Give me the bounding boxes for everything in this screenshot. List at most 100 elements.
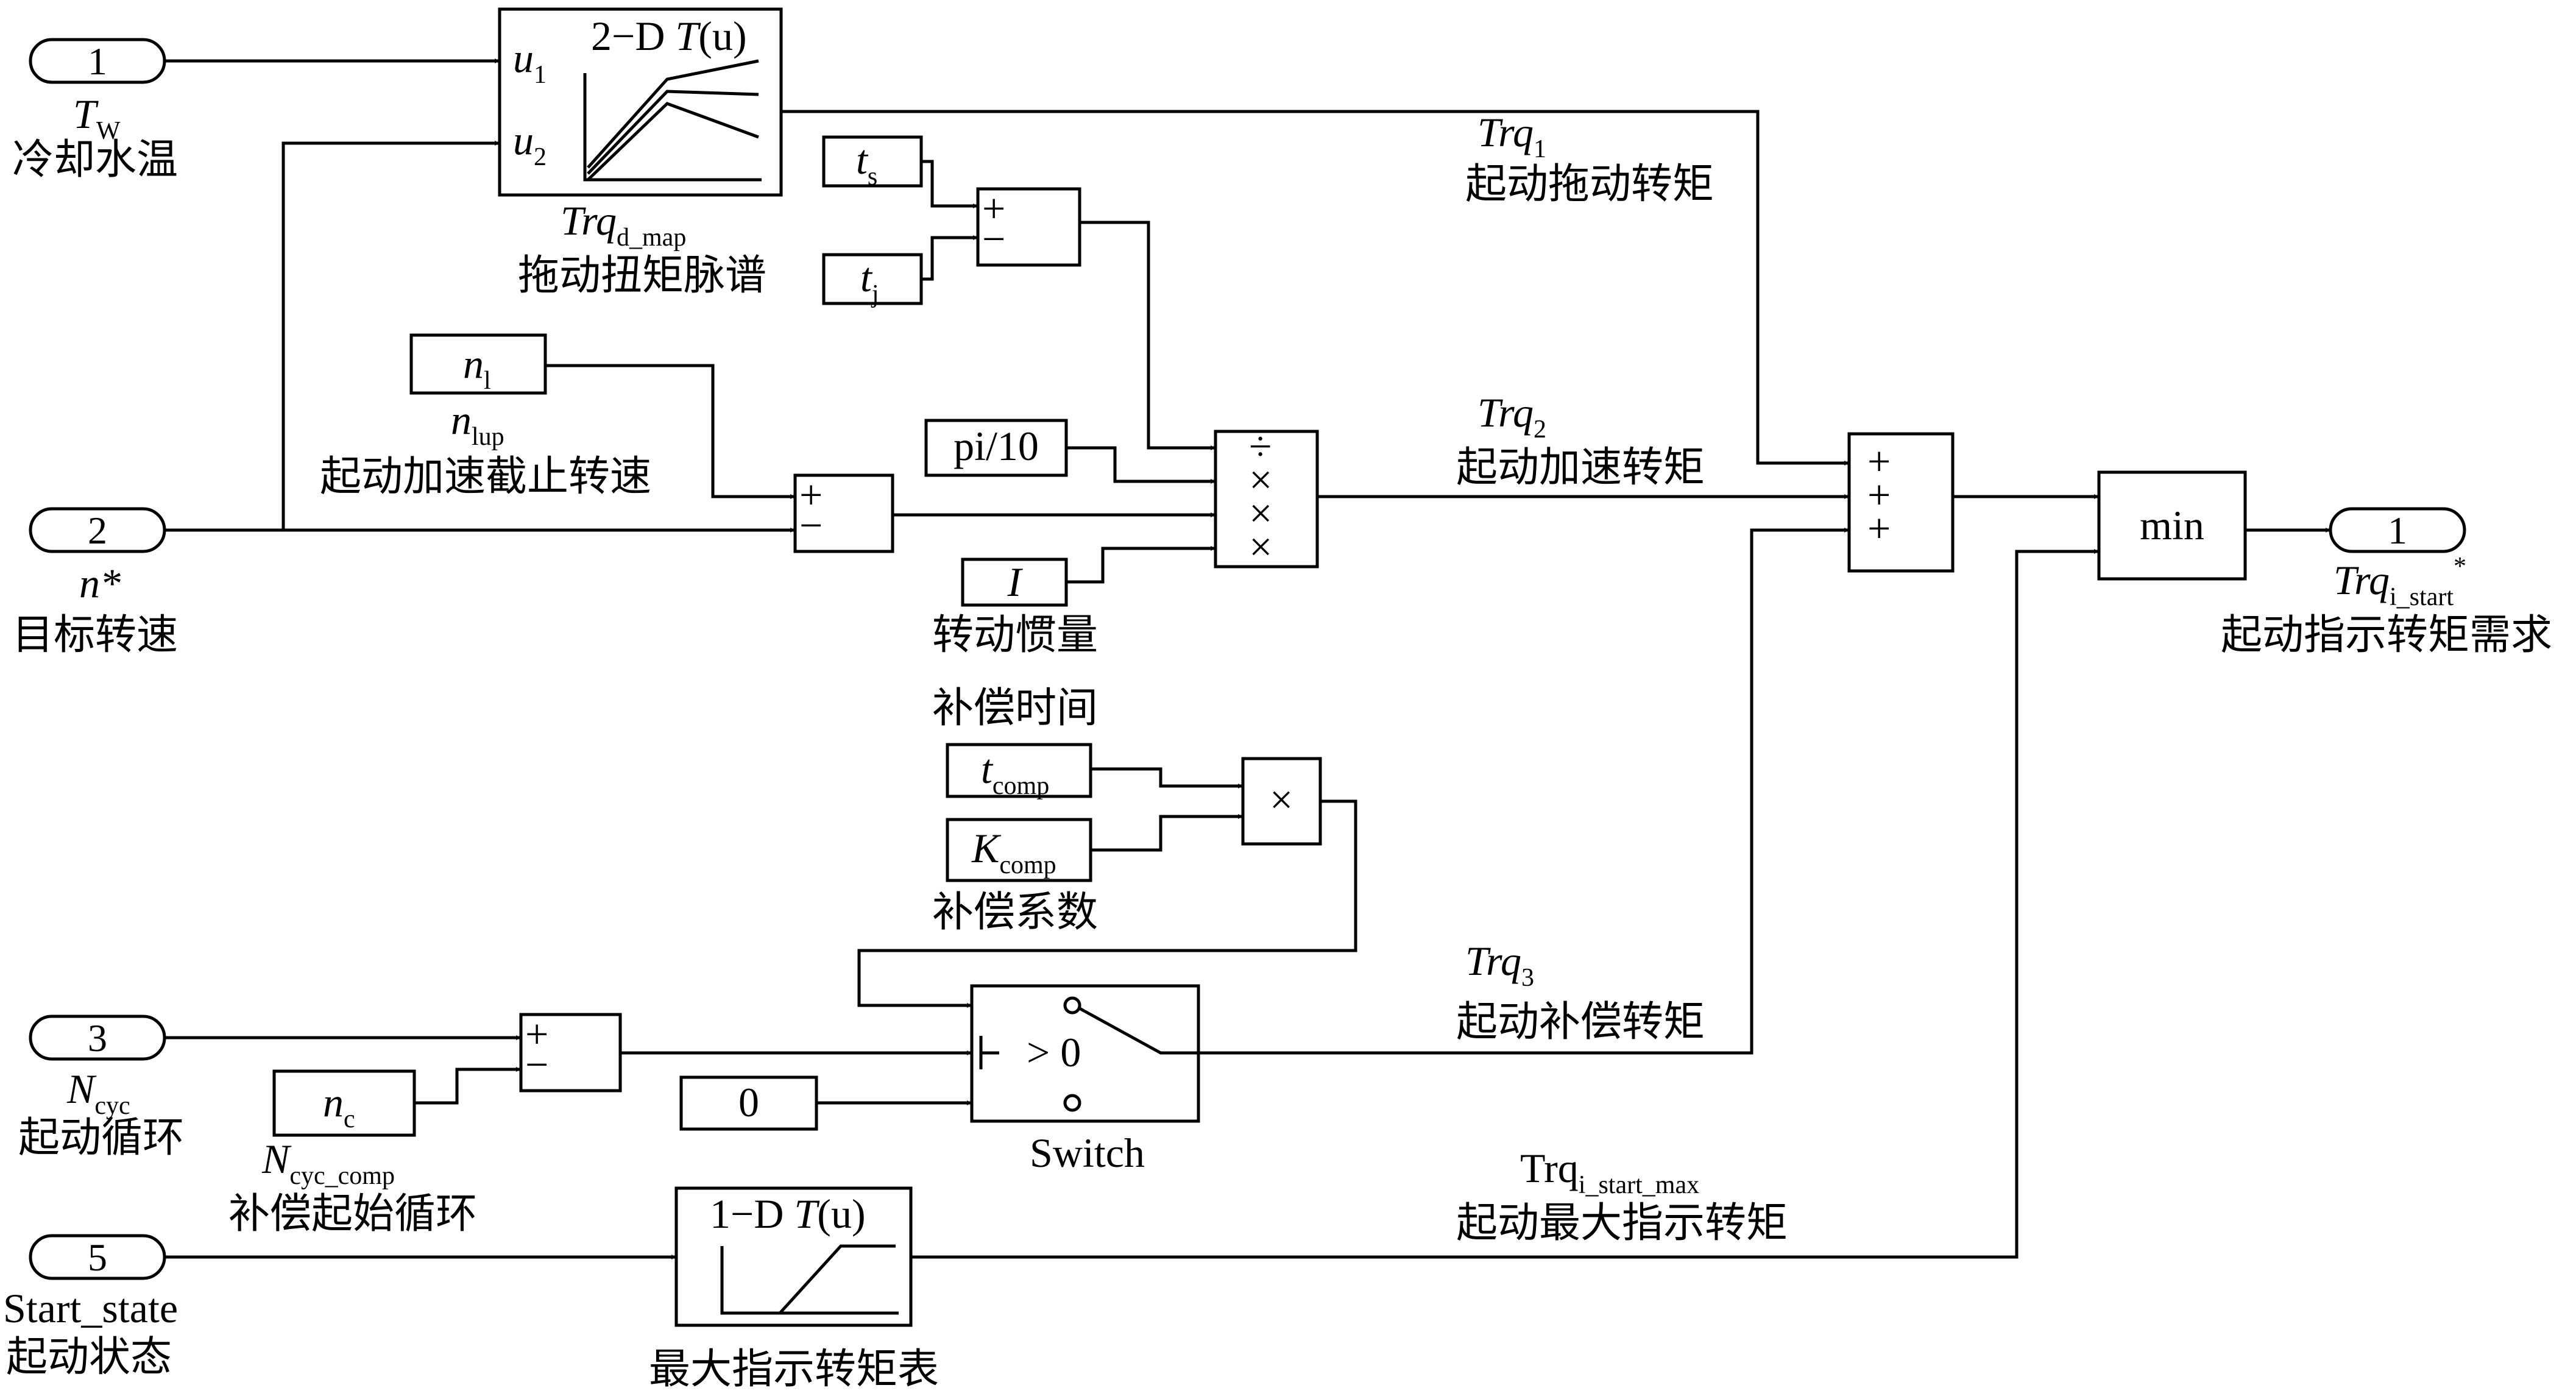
wires	[165, 58, 2330, 1259]
constant-nl[interactable]: nl	[409, 333, 547, 395]
svg-text:−: −	[799, 502, 823, 548]
inport-3[interactable]: 3	[29, 1015, 166, 1061]
sum-torque[interactable]: + + +	[1847, 432, 1955, 573]
svg-text:0: 0	[738, 1079, 759, 1125]
outport-1-desc: 起动指示转矩需求	[2221, 612, 2552, 658]
signal-trq3-symbol: Trq3	[1465, 938, 1534, 992]
lookup-2d-block[interactable]: 2−D T(u) u1 u2	[498, 7, 783, 197]
inport-3-desc: 起动循环	[18, 1114, 184, 1161]
svg-text:Kcomp: Kcomp	[971, 825, 1056, 879]
svg-text:ts: ts	[856, 136, 877, 191]
inport-2-number: 2	[88, 509, 107, 552]
constant-tcomp-desc: 补偿时间	[932, 685, 1098, 731]
wire-nl-sumn	[545, 364, 795, 499]
constant-nl-name: nlup	[451, 397, 504, 451]
lookup-1d-curve	[779, 1244, 896, 1314]
svg-text:+: +	[1867, 505, 1891, 551]
lookup-2d-curve-2	[587, 90, 759, 175]
outport-1[interactable]: 1	[2329, 507, 2466, 553]
sum-cycle[interactable]: + −	[519, 1011, 622, 1093]
lookup-1d-desc: 最大指示转矩表	[649, 1346, 939, 1392]
svg-text:tcomp: tcomp	[981, 746, 1049, 800]
svg-text:min: min	[2140, 502, 2204, 548]
wire-i-divmul	[1066, 546, 1215, 584]
svg-text:+: +	[1867, 472, 1891, 518]
sum-ts-tj[interactable]: + −	[976, 185, 1081, 267]
wire-trq1	[781, 110, 1849, 466]
svg-text:pi/10: pi/10	[954, 423, 1039, 469]
inport-5-symbol: Start_state	[3, 1285, 178, 1331]
constant-kcomp-desc: 补偿系数	[932, 889, 1098, 935]
svg-text:tj: tj	[860, 254, 879, 308]
switch-block[interactable]: > 0	[970, 984, 1200, 1123]
inport-5-desc: 起动状态	[6, 1334, 172, 1380]
inport-5-number: 5	[88, 1236, 107, 1279]
svg-text:+: +	[799, 472, 823, 518]
lookup-2d-curve-1	[587, 59, 759, 169]
constant-ts[interactable]: ts	[822, 135, 923, 191]
svg-text:×: ×	[1249, 523, 1272, 570]
signal-trq2-symbol: Trq2	[1477, 389, 1546, 444]
product-divide[interactable]: ÷ × × ×	[1214, 423, 1319, 570]
switch-name: Switch	[1030, 1130, 1145, 1176]
lookup-2d-title: 2−D T(u)	[591, 13, 747, 59]
inport-5[interactable]: 5	[29, 1234, 166, 1280]
signal-trqmax-symbol: Trqi_start_max	[1520, 1145, 1699, 1199]
constant-tcomp[interactable]: tcomp	[946, 743, 1092, 800]
constant-tj[interactable]: tj	[822, 253, 923, 308]
lookup-2d-symbol: Trqd_map	[561, 197, 686, 252]
outport-1-number: 1	[2388, 509, 2407, 552]
constant-kcomp[interactable]: Kcomp	[946, 818, 1092, 882]
inport-1-symbol: TW	[73, 91, 121, 145]
signal-trqmax-desc: 起动最大指示转矩	[1456, 1200, 1788, 1246]
wire-in2-map2d	[281, 141, 500, 530]
inport-3-symbol: Ncyc	[66, 1066, 130, 1120]
svg-text:−: −	[525, 1041, 548, 1088]
svg-text:+: +	[982, 185, 1005, 232]
lookup-2d-u2: u2	[513, 117, 547, 171]
inport-2[interactable]: 2	[29, 507, 166, 553]
signal-trq3-desc: 起动补偿转矩	[1456, 999, 1705, 1045]
lookup-2d-curve-3	[587, 102, 759, 181]
sum-speed[interactable]: + −	[793, 472, 894, 553]
wire-trq3	[1198, 528, 1849, 1055]
min-block[interactable]: min	[2097, 470, 2247, 581]
svg-text:+: +	[525, 1011, 548, 1057]
svg-text:+: +	[1867, 438, 1891, 484]
inport-1-desc: 冷却水温	[12, 136, 178, 183]
constant-nl-desc: 起动加速截止转速	[320, 453, 651, 500]
wire-trqmax	[911, 549, 2099, 1259]
wire-tcomp-mul	[1091, 767, 1243, 788]
switch-condition: > 0	[1027, 1029, 1081, 1075]
wire-pi10-divmul	[1066, 446, 1215, 484]
inport-1[interactable]: 1	[29, 38, 166, 84]
constant-pi10[interactable]: pi/10	[924, 419, 1068, 477]
lookup-2d-axes	[583, 73, 762, 182]
svg-text:nc: nc	[323, 1079, 355, 1133]
lookup-1d-title: 1−D T(u)	[710, 1191, 866, 1237]
signal-trq1-symbol: Trq1	[1477, 109, 1546, 163]
outport-1-symbol: Trqi_start*	[2334, 553, 2466, 611]
constant-nc[interactable]: nc	[272, 1069, 416, 1137]
svg-text:×: ×	[1270, 776, 1293, 823]
svg-text:I: I	[1007, 559, 1024, 605]
lookup-2d-u1: u1	[513, 35, 547, 89]
svg-text:−: −	[982, 216, 1005, 262]
inport-3-number: 3	[88, 1016, 107, 1060]
svg-text:×: ×	[1249, 456, 1272, 503]
product-comp[interactable]: ×	[1241, 757, 1322, 846]
lookup-2d-desc: 拖动扭矩脉谱	[518, 252, 766, 299]
wire-ts-sumt	[921, 160, 978, 208]
constant-zero[interactable]: 0	[679, 1075, 818, 1131]
constant-nc-desc: 补偿起始循环	[228, 1191, 477, 1237]
svg-text:×: ×	[1249, 490, 1272, 536]
lookup-1d-axes	[720, 1246, 899, 1315]
wire-kcomp-mul	[1091, 814, 1243, 852]
inport-2-symbol: n*	[79, 560, 121, 606]
signal-trq1-desc: 起动拖动转矩	[1465, 161, 1714, 207]
svg-text:nl: nl	[463, 341, 491, 395]
constant-inertia[interactable]: I	[961, 558, 1068, 607]
lookup-1d-block[interactable]: 1−D T(u)	[674, 1186, 913, 1327]
inport-1-number: 1	[88, 40, 107, 83]
